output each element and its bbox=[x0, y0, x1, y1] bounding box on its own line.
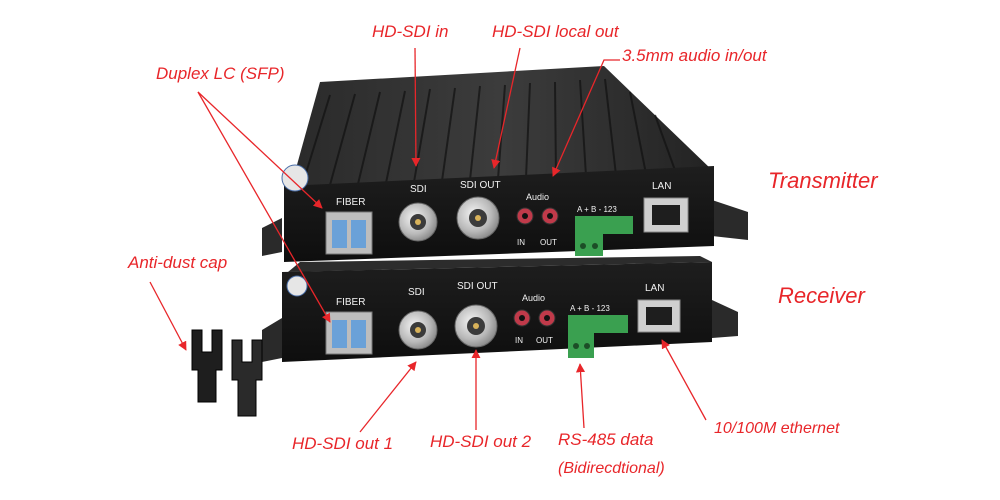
transmitter-lan-port bbox=[643, 197, 689, 233]
arrow-hdsdi-in bbox=[411, 47, 421, 167]
receiver-audio-out-label: OUT bbox=[536, 336, 553, 345]
transmitter-left-flange bbox=[262, 218, 282, 256]
receiver-fiber-label: FIBER bbox=[336, 297, 365, 308]
transmitter-audio-out-label: OUT bbox=[540, 238, 557, 247]
label-ethernet: 10/100M ethernet bbox=[714, 420, 840, 437]
receiver-left-flange bbox=[262, 318, 282, 362]
transmitter-terminal-block bbox=[575, 216, 633, 234]
label-duplex-lc: Duplex LC (SFP) bbox=[156, 64, 285, 83]
receiver-sdi-out-label: SDI OUT bbox=[457, 281, 498, 292]
transmitter-sdi-out-label: SDI OUT bbox=[460, 180, 501, 191]
annotation-arrows bbox=[149, 47, 707, 433]
transmitter-audio-in-label: IN bbox=[517, 238, 525, 247]
anti-dust-cap-right bbox=[231, 339, 263, 417]
transmitter-lan-label: LAN bbox=[652, 181, 671, 192]
receiver-sdi-label: SDI bbox=[408, 287, 425, 298]
label-rs485: RS-485 data bbox=[558, 430, 654, 449]
anti-dust-caps bbox=[191, 329, 263, 417]
label-hdsdi-local-out: HD-SDI local out bbox=[492, 22, 619, 41]
label-anti-dust-cap: Anti-dust cap bbox=[128, 253, 228, 272]
anti-dust-cap-left bbox=[191, 329, 223, 403]
label-receiver: Receiver bbox=[778, 283, 865, 308]
arrow-rs485 bbox=[575, 363, 586, 429]
label-hdsdi-out1: HD-SDI out 1 bbox=[292, 434, 394, 453]
arrow-duplex-lc-tx bbox=[197, 91, 323, 209]
transmitter-fiber-label: FIBER bbox=[336, 197, 365, 208]
transmitter-unit: FIBER SDI SDI OUT Audio IN OUT A + B - 1… bbox=[262, 66, 748, 262]
label-transmitter: Transmitter bbox=[768, 168, 878, 193]
receiver-right-flange bbox=[712, 300, 738, 338]
arrow-anti-dust bbox=[149, 281, 187, 351]
receiver-terminal-label: A + B - 123 bbox=[570, 304, 610, 313]
label-audio-io: 3.5mm audio in/out bbox=[622, 46, 767, 65]
arrow-audio bbox=[552, 59, 620, 177]
arrow-duplex-lc-rx bbox=[197, 91, 331, 323]
transmitter-terminal-label: A + B - 123 bbox=[577, 205, 617, 214]
label-hdsdi-out2: HD-SDI out 2 bbox=[430, 432, 532, 451]
receiver-audio-label: Audio bbox=[522, 293, 545, 303]
transmitter-audio-label: Audio bbox=[526, 192, 549, 202]
arrow-hdsdi-out1 bbox=[359, 361, 417, 433]
receiver-audio-in-label: IN bbox=[515, 336, 523, 345]
receiver-terminal-block bbox=[568, 315, 628, 333]
receiver-lan-label: LAN bbox=[645, 283, 664, 294]
label-rs485-note: (Bidirecdtional) bbox=[558, 460, 665, 477]
transmitter-right-flange bbox=[712, 200, 748, 240]
arrow-hdsdi-local-out bbox=[491, 47, 521, 169]
receiver-front-panel bbox=[282, 262, 712, 362]
transmitter-sdi-label: SDI bbox=[410, 184, 427, 195]
transmitter-qc-sticker bbox=[281, 164, 309, 192]
arrow-ethernet bbox=[661, 339, 707, 421]
receiver-unit: FIBER SDI SDI OUT Audio IN OUT A + B - 1… bbox=[262, 256, 738, 362]
label-hdsdi-in: HD-SDI in bbox=[372, 22, 449, 41]
